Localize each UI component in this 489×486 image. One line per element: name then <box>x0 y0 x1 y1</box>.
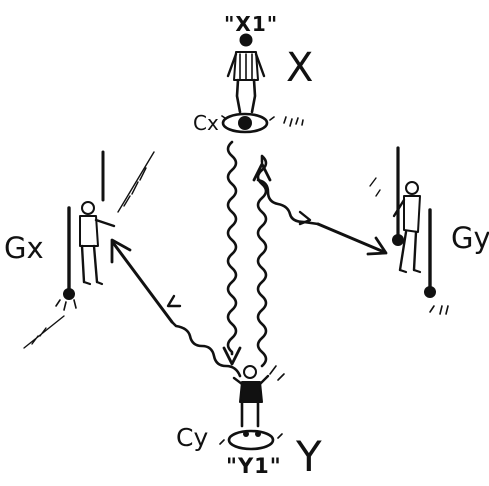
cone-cx-label: Cx <box>193 111 219 135</box>
dribble-path-to-gy <box>256 178 320 226</box>
player-y1-figure <box>232 365 270 428</box>
player-gx-figure <box>79 201 116 286</box>
cone-cy-marker <box>227 429 275 451</box>
goal-gy <box>369 146 449 315</box>
cone-cx-marker <box>221 112 269 134</box>
goal-gy-label: Gy <box>451 221 489 255</box>
goal-gx-label: Gx <box>4 231 44 265</box>
goal-gx <box>23 150 155 349</box>
dribble-path-x1-to-y1 <box>226 140 238 356</box>
dribble-path-to-gx <box>170 320 242 378</box>
player-y1-label: "Y1" <box>226 454 282 478</box>
player-x1-label: "X1" <box>224 12 279 36</box>
player-x1-figure <box>226 33 266 114</box>
player-gy-figure <box>392 181 422 274</box>
dribble-path-y1-to-x1 <box>256 154 268 368</box>
cone-cy-label: Cy <box>176 423 209 452</box>
team-x-label: X <box>286 45 314 91</box>
team-y-label: Y <box>296 432 322 481</box>
